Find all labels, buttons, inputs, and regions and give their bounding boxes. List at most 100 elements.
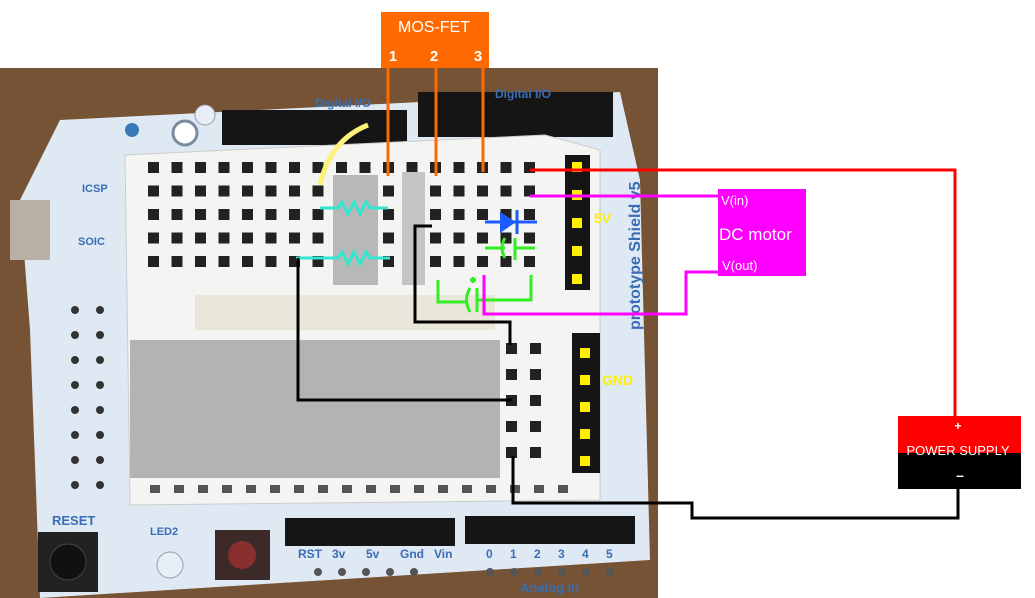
led-bottom	[156, 551, 184, 579]
motor-vin-label: V(in)	[721, 193, 748, 208]
silk-analog-pin: 1	[510, 547, 517, 561]
power-supply-box: + POWER SUPPLY –	[898, 416, 1021, 489]
breadboard-hole	[506, 343, 517, 354]
pin-hole	[338, 568, 346, 576]
silk-power-pin: 3v	[332, 547, 346, 561]
breadboard-hole	[265, 232, 277, 244]
breadboard-hole	[524, 162, 535, 173]
breadboard-hole	[242, 185, 253, 197]
breadboard-rail-hole	[174, 485, 184, 493]
silk-led: LED2	[150, 526, 178, 538]
wire-power-positive	[530, 168, 957, 418]
breadboard-rail-hole	[558, 485, 568, 493]
pin-hole	[510, 568, 518, 576]
breadboard-rail-hole	[438, 485, 448, 493]
breadboard-hole	[500, 256, 512, 267]
silk-power-pin: 5v	[366, 547, 380, 561]
header-pin-5v	[572, 246, 582, 256]
mosfet-pin-3: 3	[474, 48, 482, 65]
wire-gnd-resistor	[296, 258, 512, 402]
breadboard-hole	[524, 256, 535, 267]
breadboard-hole	[218, 256, 230, 267]
silk-analog-pin: 3	[558, 547, 565, 561]
breadboard-hole	[242, 232, 253, 244]
header-pin-5v	[572, 274, 582, 284]
silk-analog: Analog In	[520, 580, 579, 595]
breadboard-hole	[265, 185, 277, 197]
header-pin-gnd	[580, 429, 590, 439]
breadboard-hole	[506, 369, 517, 380]
breadboard-hole	[171, 232, 183, 244]
led-component	[194, 104, 216, 126]
silk-digital: Digital I/O	[315, 96, 371, 110]
wire-motor-vout	[482, 270, 718, 316]
breadboard-hole	[506, 421, 517, 432]
breadboard-hole	[430, 232, 441, 244]
breadboard-hole	[430, 209, 441, 220]
breadboard-rail-hole	[198, 485, 208, 493]
label-5v: 5V	[594, 210, 612, 226]
pins-gnd	[580, 348, 590, 466]
pin-hole	[314, 568, 322, 576]
power-header	[285, 518, 455, 546]
mosfet-pin-2: 2	[430, 48, 438, 65]
breadboard-hole	[524, 185, 535, 197]
label-gnd: GND	[602, 372, 633, 388]
breadboard-hole	[453, 162, 465, 173]
resistor-component-top	[125, 123, 139, 137]
silk-digital-2: Digital I/O	[495, 87, 551, 101]
pushbutton-cap	[228, 541, 256, 569]
breadboard-hole	[195, 256, 206, 267]
breadboard-hole	[453, 232, 465, 244]
breadboard-hole	[500, 185, 512, 197]
breadboard-hole	[430, 185, 441, 197]
breadboard-hole	[312, 209, 324, 220]
pin-hole	[606, 568, 614, 576]
breadboard-rail-hole	[366, 485, 376, 493]
breadboard-hole	[195, 232, 206, 244]
shield-left-tab	[10, 200, 50, 260]
breadboard-hole	[453, 256, 465, 267]
breadboard-hole	[242, 162, 253, 173]
diode-icon	[485, 210, 537, 234]
breadboard-hole	[265, 209, 277, 220]
breadboard-hole	[289, 232, 300, 244]
breadboard-hole	[218, 232, 230, 244]
breadboard-hole	[148, 185, 159, 197]
breadboard-hole	[477, 256, 488, 267]
mosfet-pin-1: 1	[389, 48, 397, 65]
digital-header-left	[222, 110, 407, 145]
breadboard-rail-hole	[342, 485, 352, 493]
power-plus-label: +	[954, 419, 961, 433]
breadboard-hole	[312, 256, 324, 267]
breadboard-hole	[148, 209, 159, 220]
silk-analog-pin: 4	[582, 547, 589, 561]
breadboard-hole	[195, 162, 206, 173]
breadboard-hole	[289, 256, 300, 267]
resistor-1-icon	[320, 198, 388, 218]
breadboard-hole	[359, 162, 371, 173]
wire-gnd-mosfet	[413, 224, 512, 345]
silk-power-pin: RST	[298, 547, 323, 561]
dc-motor-box: V(in) DC motor V(out)	[718, 189, 806, 276]
breadboard-rail-hole	[270, 485, 280, 493]
breadboard-hole	[524, 209, 535, 220]
wire-gnd-supply	[511, 456, 960, 520]
digital-header-right	[418, 92, 613, 137]
breadboard-hole	[500, 232, 512, 244]
motor-vout-label: V(out)	[722, 258, 757, 273]
pin-hole	[582, 568, 590, 576]
pin-hole	[534, 568, 542, 576]
breadboard-hole	[148, 162, 159, 173]
mounting-hole	[171, 119, 199, 147]
breadboard-hole	[312, 162, 324, 173]
silk-analog-pin: 2	[534, 547, 541, 561]
breadboard-hole	[530, 369, 541, 380]
pin-hole	[386, 568, 394, 576]
silk-reset: RESET	[52, 513, 95, 528]
silk-shield: prototype Shield v5	[627, 181, 644, 330]
silk-analog-pin: 0	[486, 547, 493, 561]
breadboard-hole	[383, 232, 394, 244]
